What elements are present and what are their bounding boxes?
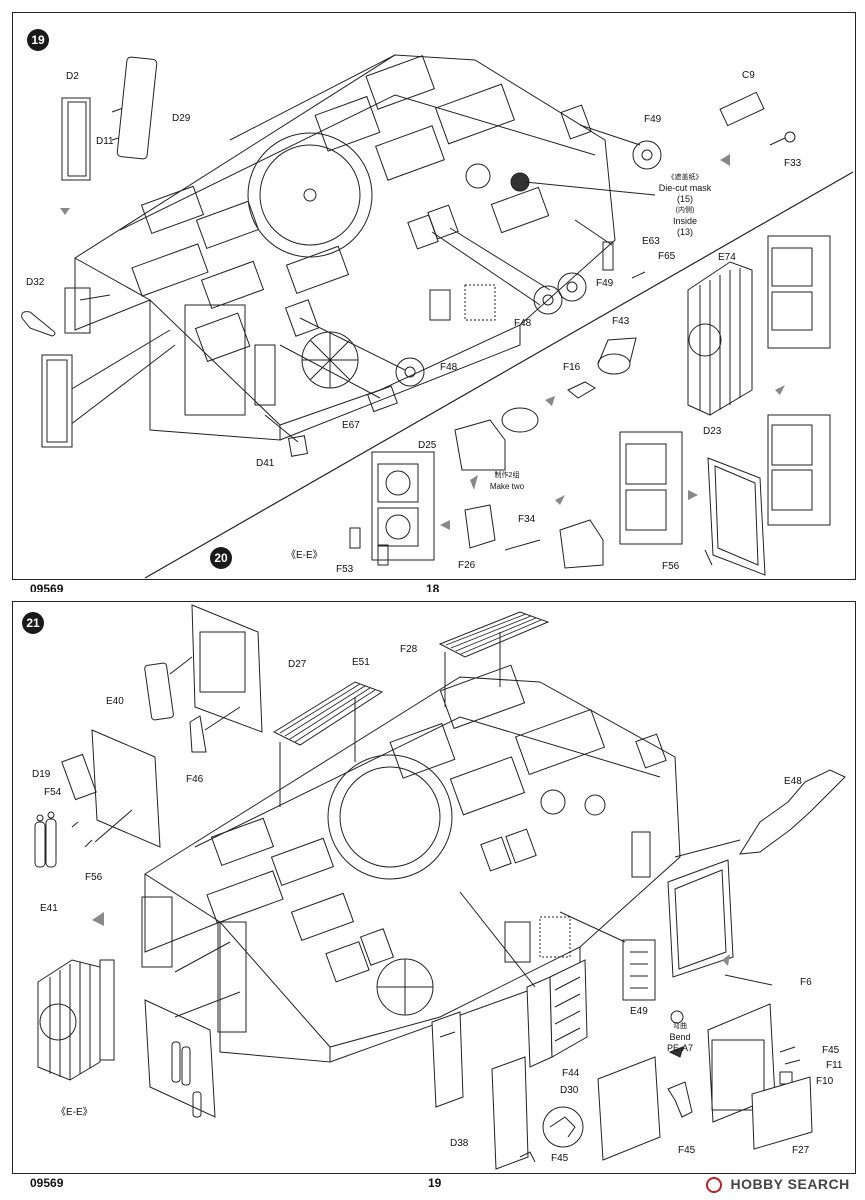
part-F28	[438, 611, 550, 658]
part-D30	[597, 1056, 661, 1161]
label-F16: F16	[563, 362, 581, 373]
label-F54: F54	[44, 787, 62, 798]
label-D23: D23	[703, 426, 722, 437]
label-E49: E49	[630, 1006, 648, 1017]
step-19-drawing	[21, 54, 854, 579]
label-F46: F46	[186, 774, 204, 785]
product-code: 09569	[30, 1176, 64, 1190]
page-number-partial: 18	[426, 582, 440, 592]
part-D2	[61, 97, 91, 181]
label-F27: F27	[792, 1145, 810, 1156]
label-D27: D27	[288, 659, 307, 670]
label-C9: C9	[742, 70, 755, 81]
product-code-partial: 09569	[30, 582, 64, 592]
radiator-EE	[37, 959, 115, 1081]
label-F56: F56	[85, 872, 103, 883]
part-E49	[622, 939, 656, 1001]
label-D25: D25	[418, 440, 437, 451]
instruction-page-top: 19 20 D2 D29 D11 D32 D41 E67 F48 F48 F49…	[0, 0, 865, 592]
part-D23	[707, 457, 766, 576]
part-D27	[191, 604, 263, 733]
label-F48: F48	[440, 362, 458, 373]
hobby-search-logo-icon	[706, 1176, 722, 1193]
part-E48	[739, 769, 846, 855]
part-D38	[491, 1056, 529, 1170]
label-E63: E63	[642, 236, 660, 247]
label-ee: 《E-E》	[56, 1107, 93, 1118]
step-19-badge: 19	[27, 29, 49, 51]
label-F34: F34	[518, 514, 536, 525]
part-D25	[371, 451, 435, 561]
label-F45: F45	[822, 1045, 840, 1056]
label-D19: D19	[32, 769, 51, 780]
label-F26: F26	[458, 560, 476, 571]
turret-ring	[327, 754, 453, 880]
label-D30: D30	[560, 1085, 579, 1096]
page-number: 19	[428, 1176, 442, 1190]
part-D29	[116, 56, 158, 160]
label-E41: E41	[40, 903, 58, 914]
label-F49: F49	[596, 278, 614, 289]
label-F65: F65	[658, 251, 676, 262]
label-F45: F45	[678, 1145, 696, 1156]
part-F44	[526, 959, 588, 1068]
label-F33: F33	[784, 158, 802, 169]
label-E40: E40	[106, 696, 124, 707]
part-E74	[687, 261, 753, 416]
label-ee: 《E-E》	[286, 550, 323, 561]
label-F48: F48	[514, 318, 532, 329]
label-D38: D38	[450, 1138, 469, 1149]
label-D29: D29	[172, 113, 191, 124]
label-D11: D11	[96, 136, 114, 147]
label-F11: F11	[826, 1060, 843, 1071]
label-F53: F53	[336, 564, 354, 575]
instruction-page-bottom: 21 D27 E40 F46 E51 F28 D19 F54 F56 E41 E…	[0, 592, 865, 1200]
hull-fan-grilles	[284, 104, 592, 337]
label-F44: F44	[562, 1068, 580, 1079]
label-D32: D32	[26, 277, 45, 288]
step-21-drawing	[34, 604, 846, 1170]
label-F43: F43	[612, 316, 630, 327]
step-21-badge: 21	[22, 612, 44, 634]
label-E67: E67	[342, 420, 360, 431]
label-F45: F45	[551, 1153, 569, 1164]
bend-note: 弯曲 Bend PE-A7	[666, 1023, 693, 1053]
part-D19	[91, 729, 161, 848]
label-D41: D41	[256, 458, 275, 469]
part-F27	[751, 1076, 813, 1150]
label-F10: F10	[816, 1076, 834, 1087]
make-two-note: 制作2组 Make two	[489, 472, 525, 491]
hobby-search-watermark: HOBBY SEARCH	[706, 1176, 850, 1193]
label-F49: F49	[644, 114, 662, 125]
die-cut-mask-note: 《遮盖纸》 Die-cut mask (15) (内侧) Inside (13)	[658, 174, 712, 237]
label-F28: F28	[400, 644, 418, 655]
label-E48: E48	[784, 776, 802, 787]
label-F56: F56	[662, 561, 680, 572]
gas-bottles	[34, 811, 57, 868]
step-20-badge: 20	[210, 547, 232, 569]
label-E51: E51	[352, 657, 370, 668]
label-D2: D2	[66, 71, 79, 82]
label-F6: F6	[800, 977, 812, 988]
label-E74: E74	[718, 252, 736, 263]
